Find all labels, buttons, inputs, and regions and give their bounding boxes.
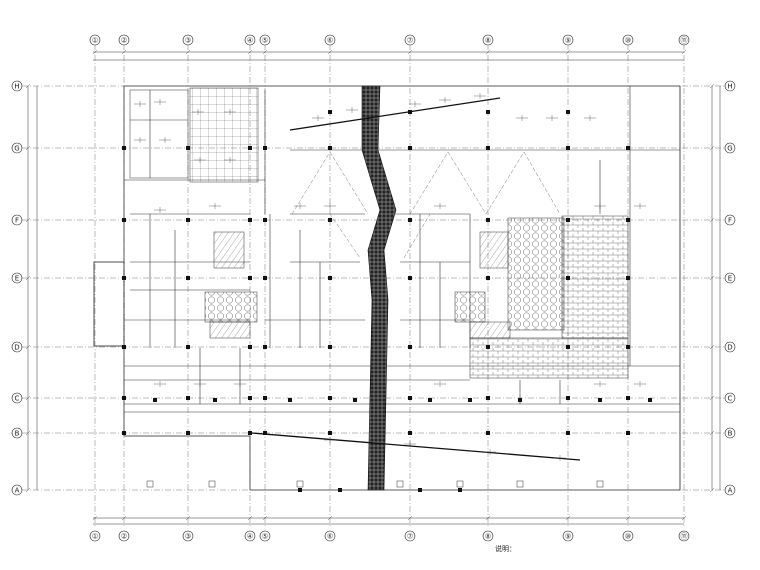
svg-text:E: E <box>15 274 19 282</box>
svg-text:⑥: ⑥ <box>327 36 333 44</box>
grid-bubble-col-bottom: ② <box>118 530 130 542</box>
grid-bubble-col-top: ④ <box>244 34 256 46</box>
svg-text:C: C <box>15 394 20 402</box>
svg-text:H: H <box>14 82 19 90</box>
grid-bubble-row-right: A <box>724 484 736 496</box>
grid-bubble-row-left: D <box>11 341 23 353</box>
diagonal-braces <box>291 151 561 259</box>
grid-bubble-col-top: ① <box>89 34 101 46</box>
svg-text:⑤: ⑤ <box>262 36 268 44</box>
svg-text:⑩: ⑩ <box>625 36 631 44</box>
grid-bubble-row-right: E <box>724 272 736 284</box>
svg-text:①: ① <box>92 36 98 44</box>
svg-text:B: B <box>728 429 733 437</box>
svg-text:②: ② <box>121 36 127 44</box>
annotation-marks <box>25 49 715 521</box>
svg-text:⑪: ⑪ <box>681 532 688 540</box>
svg-text:⑦: ⑦ <box>407 532 413 540</box>
svg-text:⑤: ⑤ <box>262 532 268 540</box>
grid-bubble-col-bottom: ③ <box>182 530 194 542</box>
svg-text:③: ③ <box>185 532 191 540</box>
svg-text:⑨: ⑨ <box>565 36 571 44</box>
grid-bubble-col-bottom: ⑧ <box>482 530 494 542</box>
grid-bubble-row-left: G <box>11 142 23 154</box>
grid-bubble-row-left: E <box>11 272 23 284</box>
svg-text:④: ④ <box>247 532 253 540</box>
svg-text:⑧: ⑧ <box>485 36 491 44</box>
grid-bubbles: ① ① ② ② ③ ③ ④ ④ ⑤ ⑤ ⑥ ⑥ ⑦ ⑦ ⑧ ⑧ ⑨ ⑨ ⑩ ⑩ ⑪ ⑪ H H G G F F E E D D C C B B A A <box>11 34 736 542</box>
svg-text:A: A <box>728 486 733 494</box>
grid-bubble-row-left: A <box>11 484 23 496</box>
grid-bubble-row-right: B <box>724 427 736 439</box>
grid-bubble-row-left: F <box>11 214 23 226</box>
grid-bubble-col-top: ⑨ <box>562 34 574 46</box>
bottom-note: 说明： <box>495 544 516 553</box>
sloped-beams <box>251 97 581 461</box>
grid-bubble-col-bottom: ⑦ <box>404 530 416 542</box>
svg-text:F: F <box>728 216 732 224</box>
interior-walls <box>124 86 680 413</box>
grid-bubble-row-right: F <box>724 214 736 226</box>
grid-bubble-row-right: G <box>724 142 736 154</box>
svg-text:A: A <box>15 486 20 494</box>
grid-bubble-col-top: ③ <box>182 34 194 46</box>
svg-text:⑨: ⑨ <box>565 532 571 540</box>
grid-bubble-col-top: ⑩ <box>622 34 634 46</box>
grid-bubble-col-top: ⑧ <box>482 34 494 46</box>
grid-bubble-col-bottom: ④ <box>244 530 256 542</box>
svg-text:B: B <box>15 429 20 437</box>
svg-text:②: ② <box>121 532 127 540</box>
grid-bubble-row-right: D <box>724 341 736 353</box>
grid-bubble-col-bottom: ① <box>89 530 101 542</box>
svg-text:E: E <box>728 274 732 282</box>
svg-text:F: F <box>15 216 19 224</box>
grid-bubble-col-bottom: ⑨ <box>562 530 574 542</box>
grid-bubble-col-top: ⑥ <box>324 34 336 46</box>
svg-text:C: C <box>728 394 733 402</box>
svg-text:⑩: ⑩ <box>625 532 631 540</box>
grid-bubble-col-bottom: ⑤ <box>259 530 271 542</box>
grid-bubble-col-bottom: ⑪ <box>678 530 690 542</box>
grid-bubble-row-left: C <box>11 392 23 404</box>
grid-bubble-row-left: B <box>11 427 23 439</box>
grid-bubble-col-top: ⑦ <box>404 34 416 46</box>
grid-bubble-col-top: ⑤ <box>259 34 271 46</box>
svg-text:G: G <box>727 144 732 152</box>
svg-text:④: ④ <box>247 36 253 44</box>
svg-text:G: G <box>14 144 19 152</box>
grid-bubble-col-bottom: ⑥ <box>324 530 336 542</box>
svg-text:D: D <box>727 343 732 351</box>
columns <box>122 110 652 492</box>
svg-text:⑦: ⑦ <box>407 36 413 44</box>
grid-bubble-row-right: C <box>724 392 736 404</box>
grid-bubble-row-right: H <box>724 80 736 92</box>
grid-bubble-row-left: H <box>11 80 23 92</box>
svg-text:⑪: ⑪ <box>681 36 688 44</box>
svg-text:③: ③ <box>185 36 191 44</box>
svg-text:①: ① <box>92 532 98 540</box>
grid-bubble-col-top: ② <box>118 34 130 46</box>
dimension-lines <box>27 51 721 525</box>
svg-text:⑥: ⑥ <box>327 532 333 540</box>
diagonal-strip <box>361 85 397 491</box>
grid-bubble-col-top: ⑪ <box>678 34 690 46</box>
hatched-slabs <box>129 87 629 379</box>
svg-text:H: H <box>727 82 732 90</box>
svg-text:D: D <box>14 343 19 351</box>
svg-text:⑧: ⑧ <box>485 532 491 540</box>
grid-bubble-col-bottom: ⑩ <box>622 530 634 542</box>
